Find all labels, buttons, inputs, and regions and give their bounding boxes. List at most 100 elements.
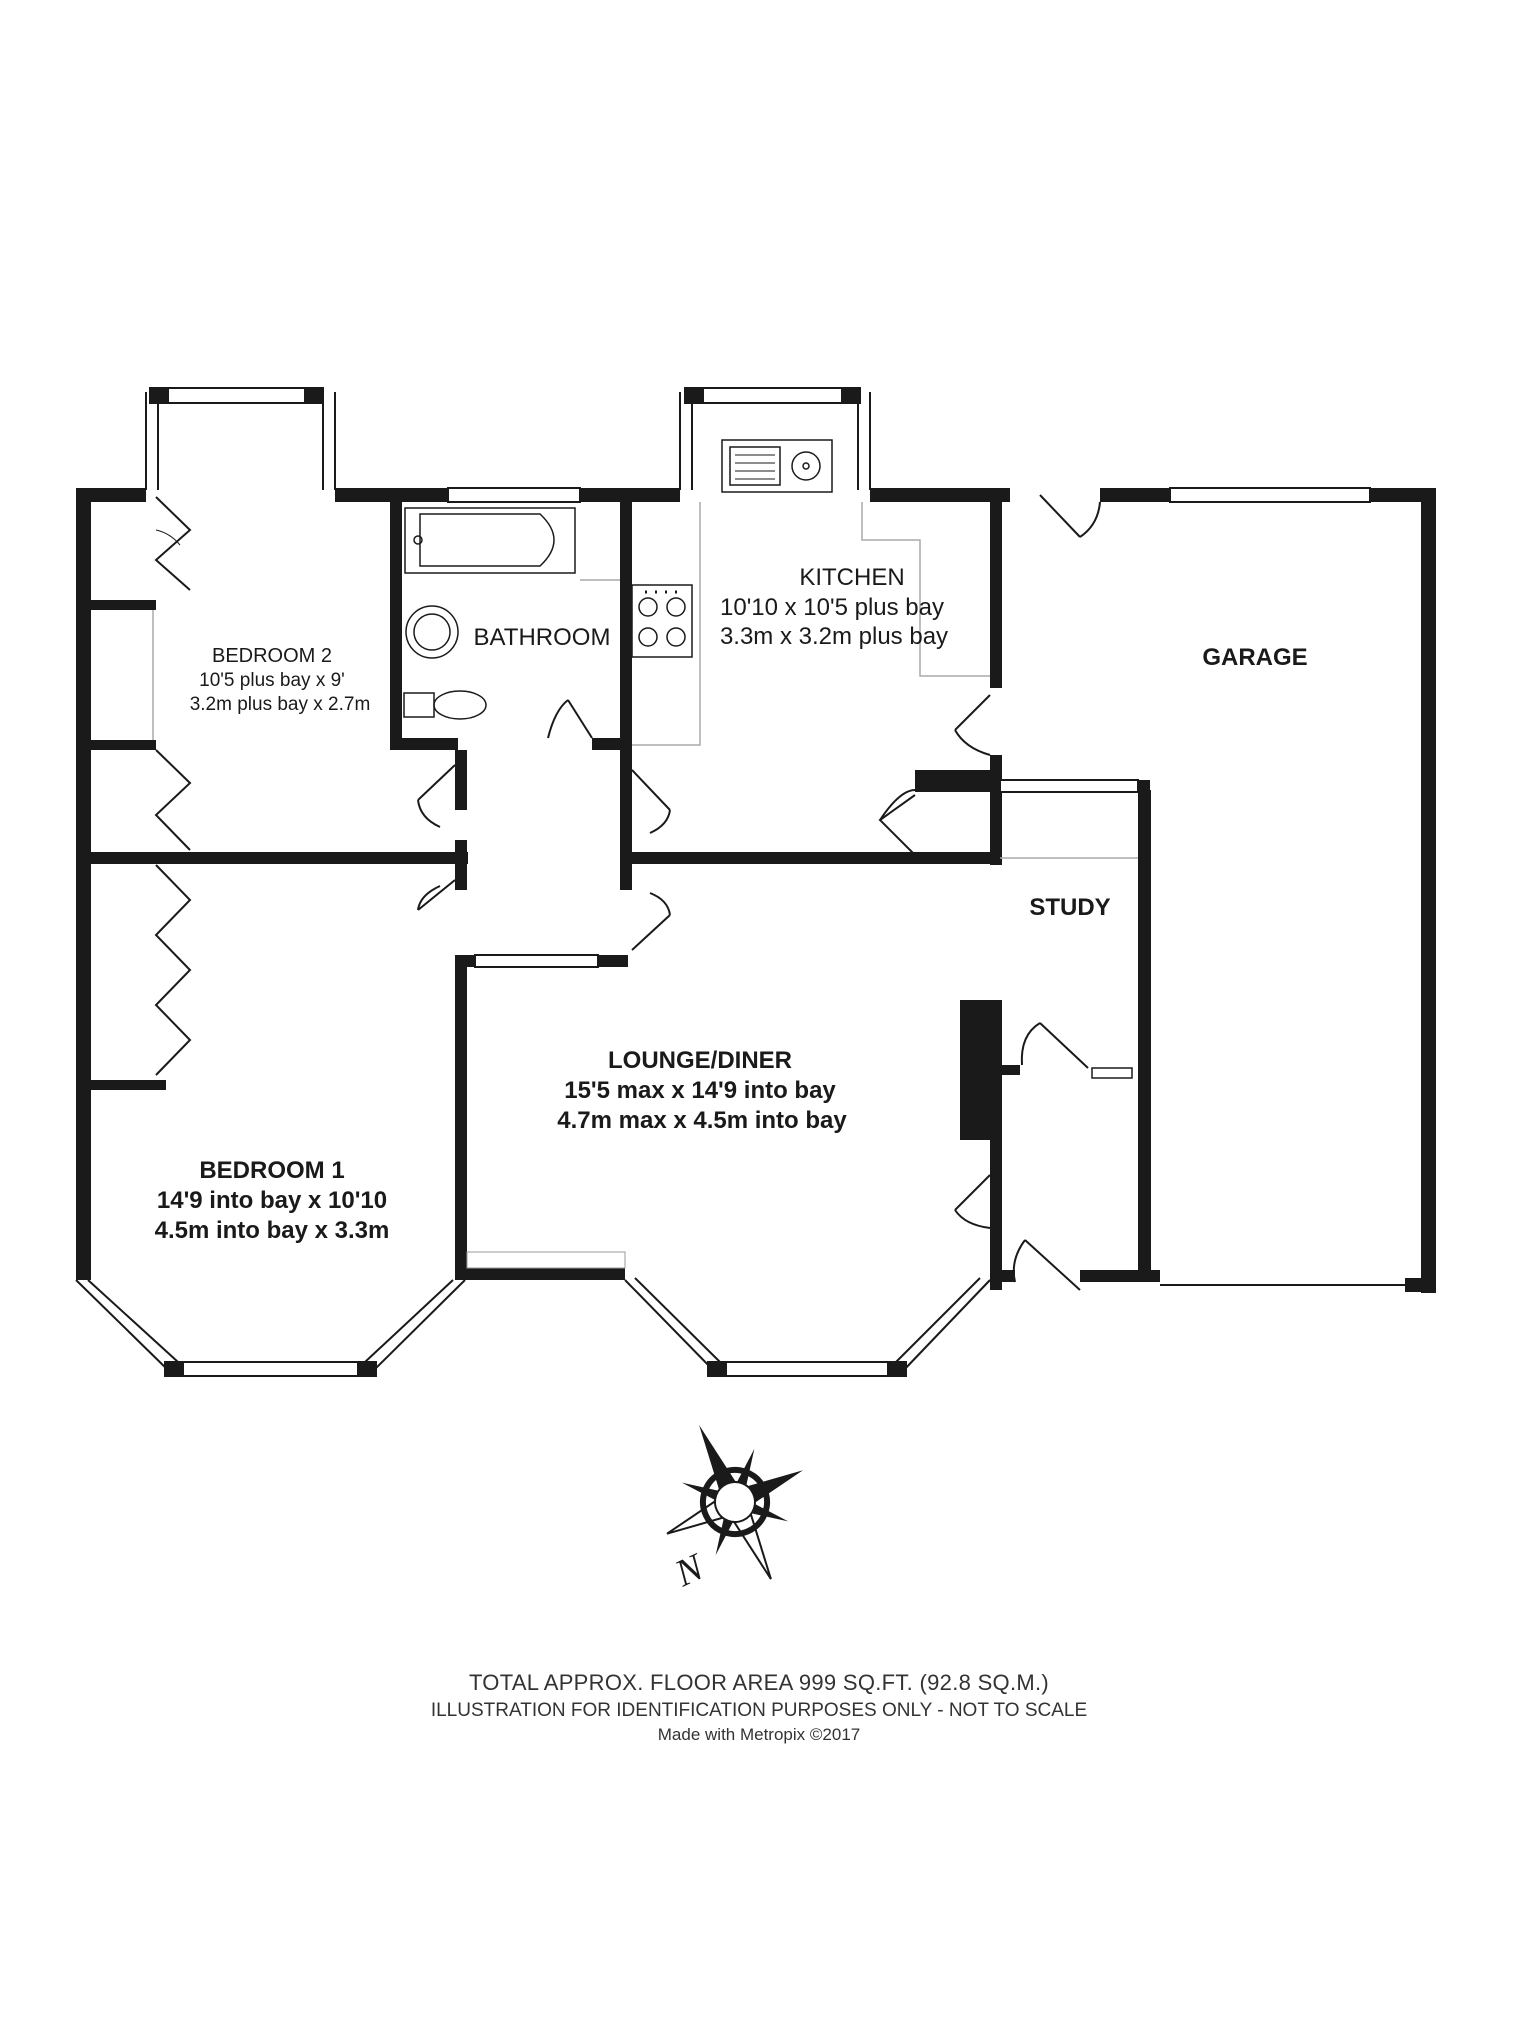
sink-bowl [791, 451, 821, 481]
room-lounge-metric: 4.7m max x 4.5m into bay [557, 1107, 847, 1134]
toilet-icon [433, 690, 487, 720]
room-study-name: STUDY [1029, 894, 1110, 921]
wall-east [1421, 488, 1436, 1293]
wall-wardrobe [76, 1080, 166, 1090]
compass-ring [700, 1467, 770, 1537]
door-lounge-study [954, 1174, 991, 1229]
room-kitchen-name: KITCHEN [799, 564, 904, 591]
floor-area-text: TOTAL APPROX. FLOOR AREA 999 SQ.FT. (92.… [468, 1670, 1050, 1695]
window-lounge-bottom-r [887, 1361, 907, 1377]
window-bedroom2-top-l [149, 387, 169, 404]
wall-bottom-garage-right [1405, 1278, 1435, 1292]
compass-point-n [699, 1424, 739, 1496]
window-kitchen-top-r [841, 387, 861, 404]
wall-bath-east [620, 488, 632, 863]
wall-bath-south-left [390, 738, 458, 750]
compass-point-e [741, 1470, 803, 1506]
door-kitchen-lower [878, 789, 921, 861]
door-kitchen-hall [631, 769, 671, 834]
wall-kitchen-lounge [620, 852, 990, 864]
window-bay-bedroom2 [145, 392, 336, 490]
wall-lounge-study [990, 1000, 1002, 1290]
door-garage-top [1039, 494, 1101, 538]
fittings [152, 502, 1138, 859]
room-kitchen-imperial: 10'10 x 10'5 plus bay [720, 594, 944, 621]
credit-text: Made with Metropix ©2017 [657, 1725, 861, 1744]
wall-study-east [1138, 780, 1150, 1280]
room-bedroom1-metric: 4.5m into bay x 3.3m [155, 1217, 390, 1244]
window-bay-lounge [624, 1277, 991, 1373]
room-garage-name: GARAGE [1202, 644, 1307, 671]
wall-bottom-study-right [1080, 1270, 1160, 1282]
window-lounge-bottom [711, 1361, 903, 1377]
doors [154, 494, 1133, 1291]
window-bedroom1-bottom-r [357, 1361, 377, 1377]
wall-cupboard-1 [76, 600, 156, 610]
bathroom-fixtures [403, 507, 576, 720]
window-lounge-hall [474, 954, 599, 968]
wall-hall-east-lower [620, 840, 632, 890]
hob-ring-3 [638, 627, 658, 647]
sink-drainer-lines [735, 454, 775, 480]
window-bedroom1-bottom-l [164, 1361, 184, 1377]
door-kitchen-garage [954, 694, 991, 756]
wall-chimney [960, 1000, 990, 1140]
door-lounge-hall [631, 892, 671, 951]
sink-drainer [729, 446, 781, 486]
window-lounge-west [466, 1251, 626, 1269]
door-bedroom2 [417, 764, 456, 828]
window-bay-kitchen [679, 392, 871, 490]
window-bedroom1-bottom [169, 1361, 371, 1377]
room-lounge-name: LOUNGE/DINER [608, 1047, 792, 1074]
room-bathroom-name: BATHROOM [474, 624, 611, 651]
room-kitchen-metric: 3.3m x 3.2m plus bay [720, 623, 948, 650]
door-cupboard-upper-arc [155, 529, 181, 546]
toilet-cistern [403, 692, 435, 718]
wall-hall-west-upper [455, 750, 467, 810]
window-bedroom2-top [149, 387, 321, 404]
wall-bath-west [390, 488, 402, 750]
room-bedroom2-imperial: 10'5 plus bay x 9' [199, 670, 345, 691]
wall-kitchen-lounge-right [950, 852, 1000, 864]
kitchen-worktop [632, 502, 990, 746]
study-cupboard-window [1091, 1067, 1133, 1079]
windows [75, 387, 1405, 1377]
window-lounge-bottom-l [707, 1361, 727, 1377]
disclaimer-text: ILLUSTRATION FOR IDENTIFICATION PURPOSES… [430, 1700, 1088, 1721]
room-lounge-imperial: 15'5 max x 14'9 into bay [564, 1077, 836, 1104]
hob-ring-4 [666, 627, 686, 647]
wall-bottom-lounge-left [455, 1268, 625, 1280]
room-bedroom2-metric: 3.2m plus bay x 2.7m [190, 694, 371, 715]
room-bedroom1-name: BEDROOM 1 [199, 1157, 344, 1184]
wall-top-kitchen-right [870, 488, 1010, 502]
wall-cupboard-2 [76, 740, 156, 750]
bath-tap [413, 535, 423, 545]
door-cupboard-lower [154, 749, 192, 851]
sink-icon [721, 439, 833, 493]
door-cupboard-upper [154, 496, 192, 591]
door-bedroom1 [417, 879, 456, 911]
hob-ring-1 [638, 597, 658, 617]
basin-icon [405, 605, 459, 659]
sink-drain [802, 462, 810, 470]
kitchen-fixtures [631, 439, 833, 658]
window-bay-bedroom1 [75, 1279, 466, 1373]
wall-top-bath-left [390, 488, 448, 502]
wall-lounge-top-left [455, 955, 475, 967]
wall-bottom-study-left [990, 1270, 1015, 1282]
window-kitchen-top [689, 387, 861, 404]
compass-north-label: N [668, 1545, 712, 1595]
wall-top-bedroom2-right [335, 488, 397, 502]
wall-bed2-bed1 [76, 852, 468, 864]
wall-bath-south-right [592, 738, 632, 750]
wall-kitchen-garage [990, 488, 1002, 688]
wall-chimney-kitchen [915, 770, 995, 792]
room-bedroom1-imperial: 14'9 into bay x 10'10 [157, 1187, 387, 1214]
hob-ring-2 [666, 597, 686, 617]
bath-tub [404, 507, 576, 574]
window-garage [1169, 487, 1371, 503]
window-kitchen-top-l [684, 387, 704, 404]
hob-icon [631, 584, 693, 658]
walls [76, 488, 1436, 1293]
